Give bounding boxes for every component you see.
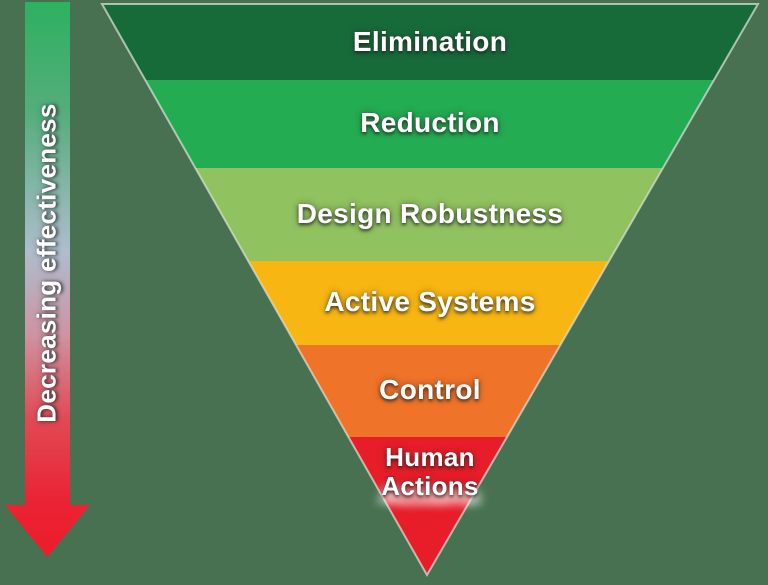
pyramid-level-control <box>296 345 561 437</box>
level-label-human-actions: Human Actions <box>381 443 478 501</box>
level-label-reduction: Reduction <box>360 107 500 138</box>
level-label-control: Control <box>379 374 481 405</box>
pyramid-outline <box>100 3 760 578</box>
pyramid-level-design-robustness <box>195 168 663 261</box>
level-label-active-systems: Active Systems <box>324 286 536 317</box>
pyramid-level-active-systems <box>248 261 610 345</box>
pyramid-level-reduction <box>145 80 714 168</box>
arrow-label: Decreasing effectiveness <box>31 103 62 423</box>
arrow-shape <box>5 2 90 557</box>
pyramid-level-human-actions <box>348 437 507 575</box>
level-label-design-robustness: Design Robustness <box>296 198 564 229</box>
level-label-elimination: Elimination <box>352 26 508 57</box>
human-actions-line-1: Human <box>385 442 475 472</box>
pyramid-level-elimination <box>102 4 758 80</box>
human-actions-line-2: Actions <box>381 471 479 501</box>
